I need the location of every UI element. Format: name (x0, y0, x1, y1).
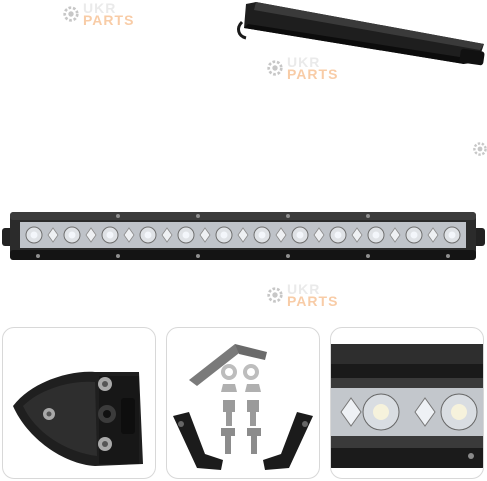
led-emitter (258, 231, 266, 239)
gear-icon (63, 6, 79, 22)
light-bar-front-view (2, 212, 485, 260)
watermark-line1: UKR (83, 0, 117, 16)
led-emitter (220, 231, 228, 239)
led-emitter (334, 231, 342, 239)
watermark: UKR PARTS (62, 0, 135, 28)
led-emitter (182, 231, 190, 239)
lens-reflector (389, 227, 401, 243)
led-emitter (106, 231, 114, 239)
led-emitter (68, 231, 76, 239)
led-emitter (372, 231, 380, 239)
led-emitter (144, 231, 152, 239)
lens-reflector (161, 227, 173, 243)
watermark-line2: PARTS (83, 12, 135, 28)
detail-mounting-hardware (166, 327, 320, 479)
lens-reflector (237, 227, 249, 243)
watermark-line2: PARTS (287, 293, 339, 309)
gear-icon (267, 287, 283, 303)
detail-end-cap (2, 327, 156, 479)
lens-reflector (199, 227, 211, 243)
watermark-line1: UKR (287, 281, 321, 297)
lens-reflector (427, 227, 439, 243)
led-emitter (30, 231, 38, 239)
lens-reflector (351, 227, 363, 243)
gear-icon (473, 142, 487, 156)
detail-led-closeup (330, 327, 484, 479)
led-emitter (296, 231, 304, 239)
light-bar-angled-view (237, 2, 485, 66)
lens-reflector (275, 227, 287, 243)
led-emitter (410, 231, 418, 239)
lens-reflector (123, 227, 135, 243)
lens-reflector (85, 227, 97, 243)
watermark: UKR PARTS (266, 281, 339, 309)
lens-reflector (47, 227, 59, 243)
led-emitter (448, 231, 456, 239)
lens-reflector (313, 227, 325, 243)
